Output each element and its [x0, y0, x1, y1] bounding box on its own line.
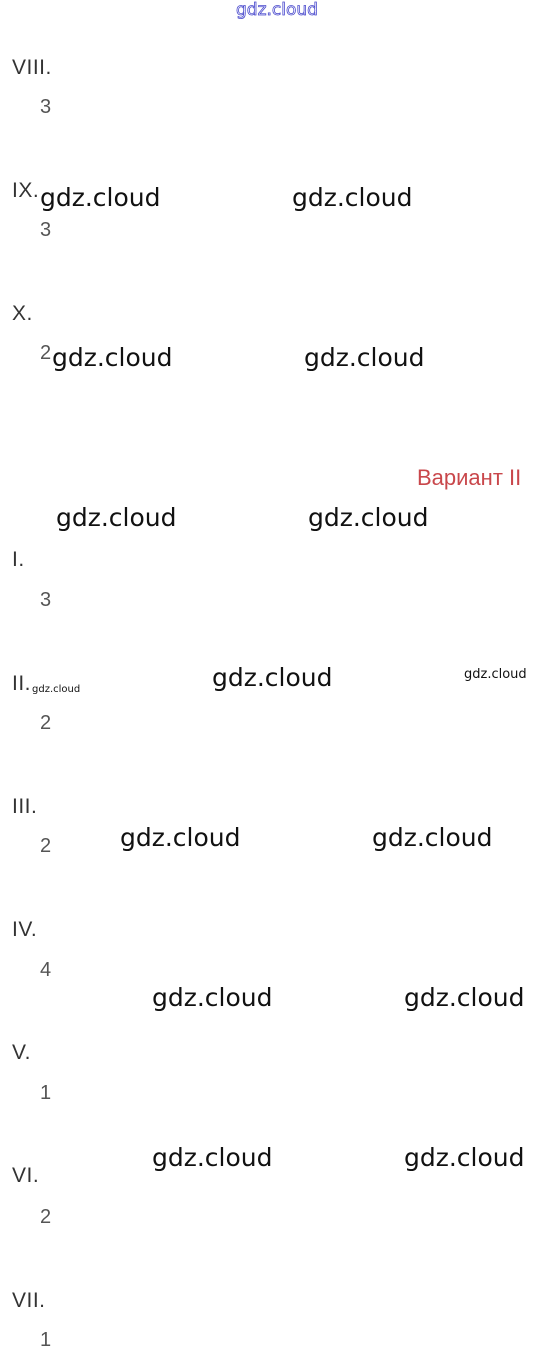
watermark: gdz.cloud: [152, 1143, 273, 1172]
watermark: gdz.cloud: [308, 503, 429, 532]
answer-i: 3: [40, 589, 52, 611]
question-numeral-v: V.: [12, 1041, 31, 1064]
watermark: gdz.cloud: [32, 684, 81, 695]
answer-viii: 3: [40, 96, 52, 118]
question-numeral-viii: VIII.: [12, 56, 52, 79]
question-numeral-x: X.: [12, 302, 33, 325]
watermark: gdz.cloud: [56, 503, 177, 532]
variant-title: Вариант II: [417, 465, 522, 490]
answer-x: 2: [40, 342, 52, 364]
question-numeral-ii: II.: [12, 672, 32, 695]
watermark: gdz.cloud: [404, 1143, 525, 1172]
answer-ix: 3: [40, 219, 52, 241]
answer-vi: 2: [40, 1206, 52, 1228]
answer-ii: 2: [40, 712, 52, 734]
watermark: gdz.cloud: [120, 823, 241, 852]
header-watermark: gdz.cloud: [236, 0, 319, 20]
watermark: gdz.cloud: [372, 823, 493, 852]
watermark: gdz.cloud: [404, 983, 525, 1012]
question-numeral-ix: IX.: [12, 179, 40, 202]
question-numeral-vii: VII.: [12, 1289, 46, 1312]
answer-v: 1: [40, 1082, 52, 1104]
question-numeral-i: I.: [12, 548, 25, 571]
watermark: gdz.cloud: [304, 343, 425, 372]
watermark: gdz.cloud: [212, 663, 333, 692]
watermark: gdz.cloud: [52, 343, 173, 372]
watermark: gdz.cloud: [292, 183, 413, 212]
question-numeral-iii: III.: [12, 795, 38, 818]
answer-vii: 1: [40, 1329, 52, 1351]
watermark: gdz.cloud: [152, 983, 273, 1012]
watermark: gdz.cloud: [40, 183, 161, 212]
question-numeral-iv: IV.: [12, 918, 38, 941]
question-numeral-vi: VI.: [12, 1164, 40, 1187]
answer-iv: 4: [40, 959, 52, 981]
answer-iii: 2: [40, 835, 52, 857]
watermark: gdz.cloud: [464, 667, 527, 682]
